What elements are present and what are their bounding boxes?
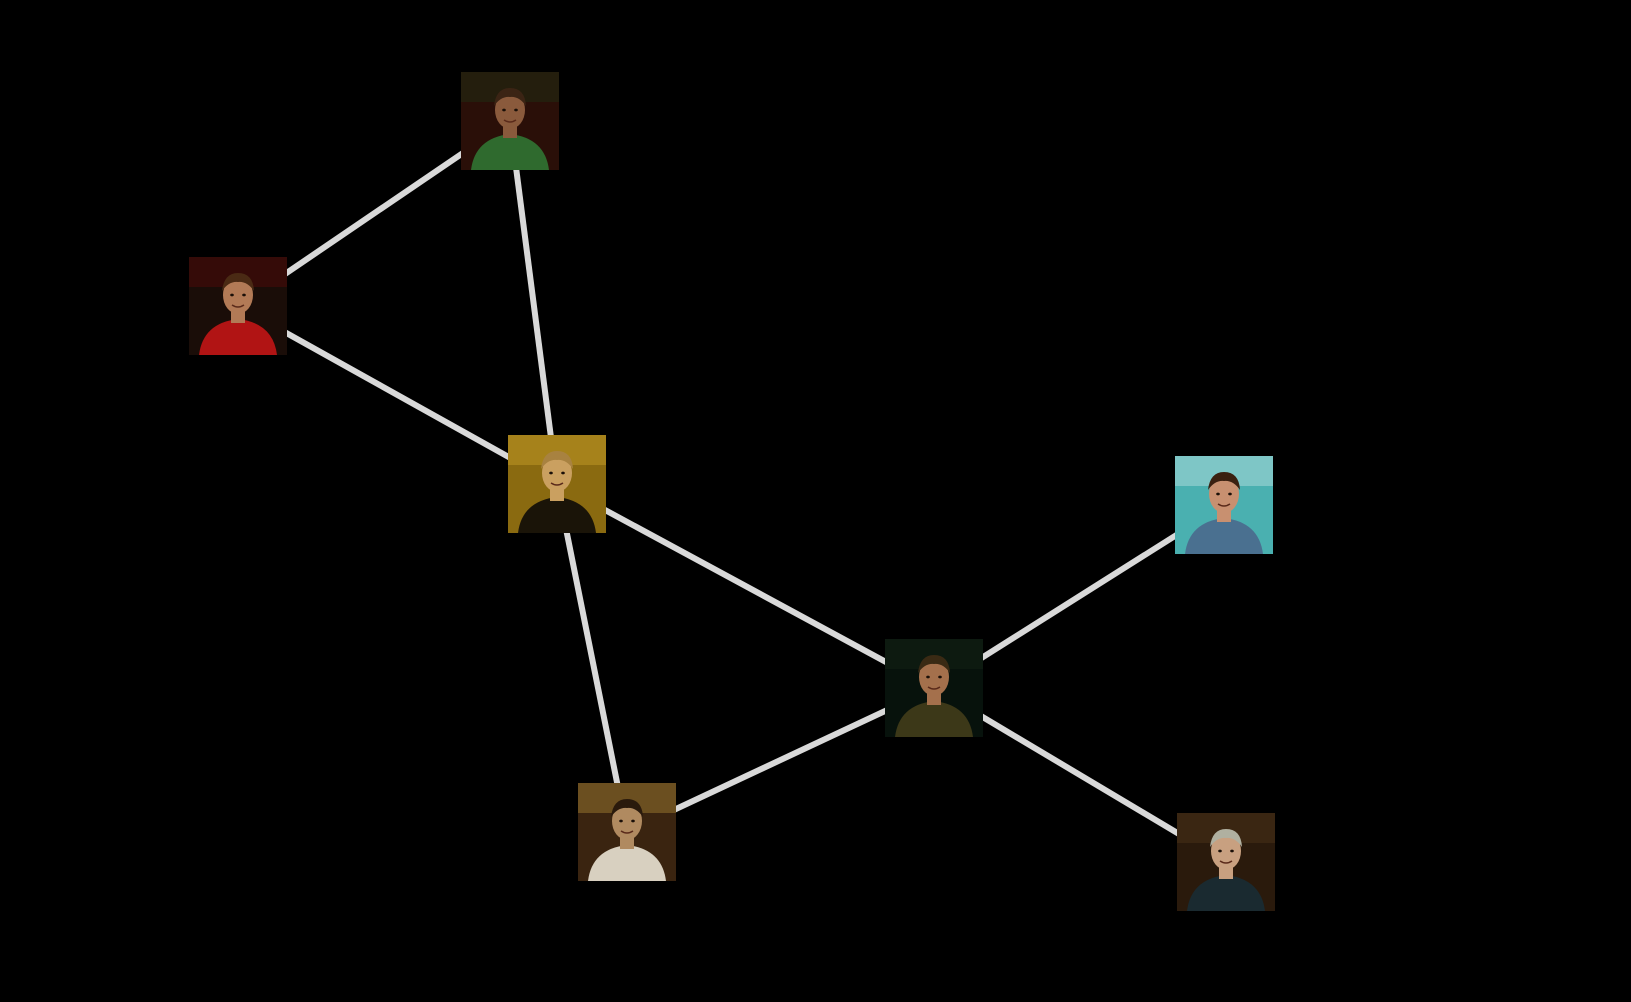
edge-fletcher-band [554,483,630,833]
edge-fletcher-andrew [555,481,936,691]
portrait-image [461,72,559,170]
character-node-andrew[interactable] [885,639,983,737]
character-node-connolly[interactable] [189,257,287,355]
portrait-image [189,257,287,355]
character-node-band[interactable] [578,783,676,881]
portrait-image [578,783,676,881]
character-node-jim[interactable] [1177,813,1275,911]
character-node-nicole[interactable] [1175,456,1273,554]
portrait-image [885,639,983,737]
portrait-image [508,435,606,533]
character-node-neiman[interactable] [461,72,559,170]
edge-band-andrew [625,685,936,835]
character-node-fletcher[interactable] [508,435,606,533]
portrait-image [1177,813,1275,911]
portrait-image [1175,456,1273,554]
edge-neiman-fletcher [507,120,560,485]
edge-connolly-fletcher [236,303,559,487]
